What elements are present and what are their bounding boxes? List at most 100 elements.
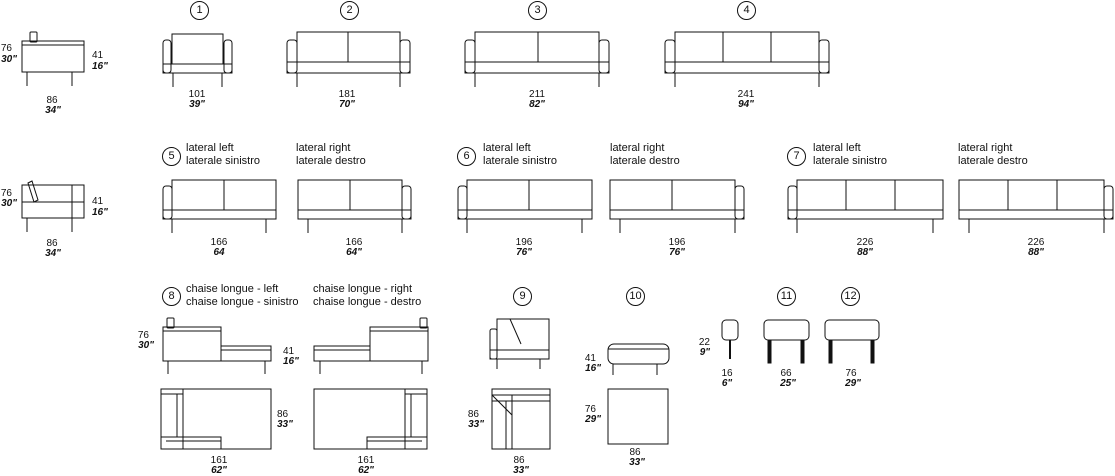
table-11-width-cm: 66: [780, 368, 792, 379]
model-3-width-in: 82": [529, 99, 545, 110]
chaise-right-width-in: 62": [358, 465, 374, 476]
side-view-base-drawing: [22, 32, 84, 86]
chaise-height-in: 30": [138, 340, 154, 351]
chaise-right-label-en: chaise longue - right: [313, 283, 413, 295]
lateral-5-right-label-it: laterale destro: [296, 155, 366, 167]
chaise-height-cm: 76: [137, 330, 149, 341]
lateral-5-left-drawing: [163, 180, 276, 233]
lateral-7-left-drawing: [788, 180, 943, 233]
pouf-side-drawing: [608, 344, 669, 375]
small-table-width-in: 6": [721, 378, 733, 389]
lateral-7-right-label-en: lateral right: [958, 142, 1013, 154]
lateral-5-right-width-cm: 166: [345, 237, 363, 248]
chaise-left-label-it: chaise longue - sinistro: [186, 296, 299, 308]
pouf-seat-cm: 41: [584, 353, 596, 364]
lateral-7-right-width-cm: 226: [1027, 237, 1045, 248]
side-lateral-height-cm: 76: [0, 188, 12, 199]
chaise-left-width-cm: 161: [210, 455, 228, 466]
table-12-width-cm: 76: [845, 368, 857, 379]
lateral-6-left-label-en: lateral left: [483, 142, 531, 154]
lateral-6-right-label-en: lateral right: [610, 142, 665, 154]
model-number-11: 11: [777, 287, 796, 306]
chaise-right-side-drawing: [314, 318, 428, 374]
lateral-6-right-drawing: [610, 180, 744, 233]
lateral-7-right-width-in: 88": [1028, 247, 1044, 258]
model-4-width-in: 94": [738, 99, 754, 110]
model-number-12: 12: [841, 287, 860, 306]
chaise-right-label-it: chaise longue - destro: [313, 296, 422, 308]
small-table-height-cm: 22: [698, 337, 710, 348]
lateral-7-right-label-it: laterale destro: [958, 155, 1028, 167]
model-number-5: 5: [162, 147, 181, 166]
side-base-height-cm: 76: [0, 43, 12, 54]
side-base-seat-in: 16": [92, 61, 108, 72]
side-lateral-seat-cm: 41: [92, 196, 104, 207]
chaise-depth-in: 33": [277, 419, 293, 430]
lateral-5-left-label-en: lateral left: [186, 142, 234, 154]
lateral-7-left-width-in: 88": [857, 247, 873, 258]
side-base-height-in: 30": [1, 54, 17, 65]
model-number-8: 8: [162, 287, 181, 306]
lateral-5-left-width-cm: 166: [210, 237, 228, 248]
chaise-right-width-cm: 161: [357, 455, 375, 466]
lateral-7-left-label-en: lateral left: [813, 142, 861, 154]
side-view-lateral-drawing: [22, 181, 84, 232]
lateral-5-left-width-in: 64: [213, 247, 225, 258]
pouf-width-cm: 86: [629, 447, 641, 458]
corner-depth-in: 33": [468, 419, 484, 430]
lateral-6-right-label-it: laterale destro: [610, 155, 680, 167]
model-number-10: 10: [626, 287, 645, 306]
corner-width-cm: 86: [513, 455, 525, 466]
lateral-6-left-label-it: laterale sinistro: [483, 155, 557, 167]
sofa-2-drawing: [287, 32, 410, 87]
table-12-drawing: [825, 320, 879, 363]
model-number-6: 6: [457, 147, 476, 166]
lateral-6-left-drawing: [458, 180, 592, 233]
table-11-width-in: 25": [780, 378, 796, 389]
model-1-width-in: 39": [189, 99, 205, 110]
model-2-width-cm: 181: [338, 89, 356, 100]
lateral-5-right-drawing: [298, 180, 411, 233]
lateral-5-right-label-en: lateral right: [296, 142, 351, 154]
corner-side-drawing: [490, 319, 549, 369]
sofa-3-drawing: [465, 32, 609, 87]
model-number-9: 9: [513, 287, 532, 306]
chaise-seat-in: 16": [283, 356, 299, 367]
small-table-drawing: [722, 320, 738, 359]
model-number-3: 3: [528, 1, 547, 20]
chaise-depth-cm: 86: [277, 409, 289, 420]
lateral-6-right-width-cm: 196: [668, 237, 686, 248]
lateral-5-right-width-in: 64": [346, 247, 362, 258]
chaise-left-side-drawing: [163, 318, 271, 374]
table-12-width-in: 29": [845, 378, 861, 389]
corner-width-in: 33": [513, 465, 529, 476]
side-base-seat-cm: 41: [92, 50, 104, 61]
side-lateral-depth-cm: 86: [46, 238, 58, 249]
side-lateral-depth-in: 34": [45, 248, 61, 259]
side-lateral-height-in: 30": [1, 198, 17, 209]
chaise-right-plan-drawing: [314, 389, 427, 449]
pouf-depth-in: 29": [585, 414, 601, 425]
lateral-5-left-label-it: laterale sinistro: [186, 155, 260, 167]
model-1-width-cm: 101: [188, 89, 206, 100]
model-2-width-in: 70": [339, 99, 355, 110]
lateral-7-right-drawing: [959, 180, 1113, 233]
model-number-1: 1: [190, 1, 209, 20]
pouf-plan-drawing: [608, 389, 668, 444]
lateral-6-left-width-cm: 196: [515, 237, 533, 248]
chaise-seat-cm: 41: [283, 346, 295, 357]
pouf-width-in: 33": [629, 457, 645, 468]
sofa-1-drawing: [163, 34, 232, 87]
sofa-4-drawing: [665, 32, 829, 87]
chaise-left-width-in: 62": [211, 465, 227, 476]
lateral-6-left-width-in: 76": [516, 247, 532, 258]
chaise-left-label-en: chaise longue - left: [186, 283, 279, 295]
lateral-6-right-width-in: 76": [669, 247, 685, 258]
model-number-2: 2: [340, 1, 359, 20]
small-table-height-in: 9": [699, 347, 710, 358]
corner-plan-drawing: [492, 389, 550, 449]
side-base-depth-cm: 86: [46, 95, 58, 106]
model-3-width-cm: 211: [529, 89, 545, 100]
